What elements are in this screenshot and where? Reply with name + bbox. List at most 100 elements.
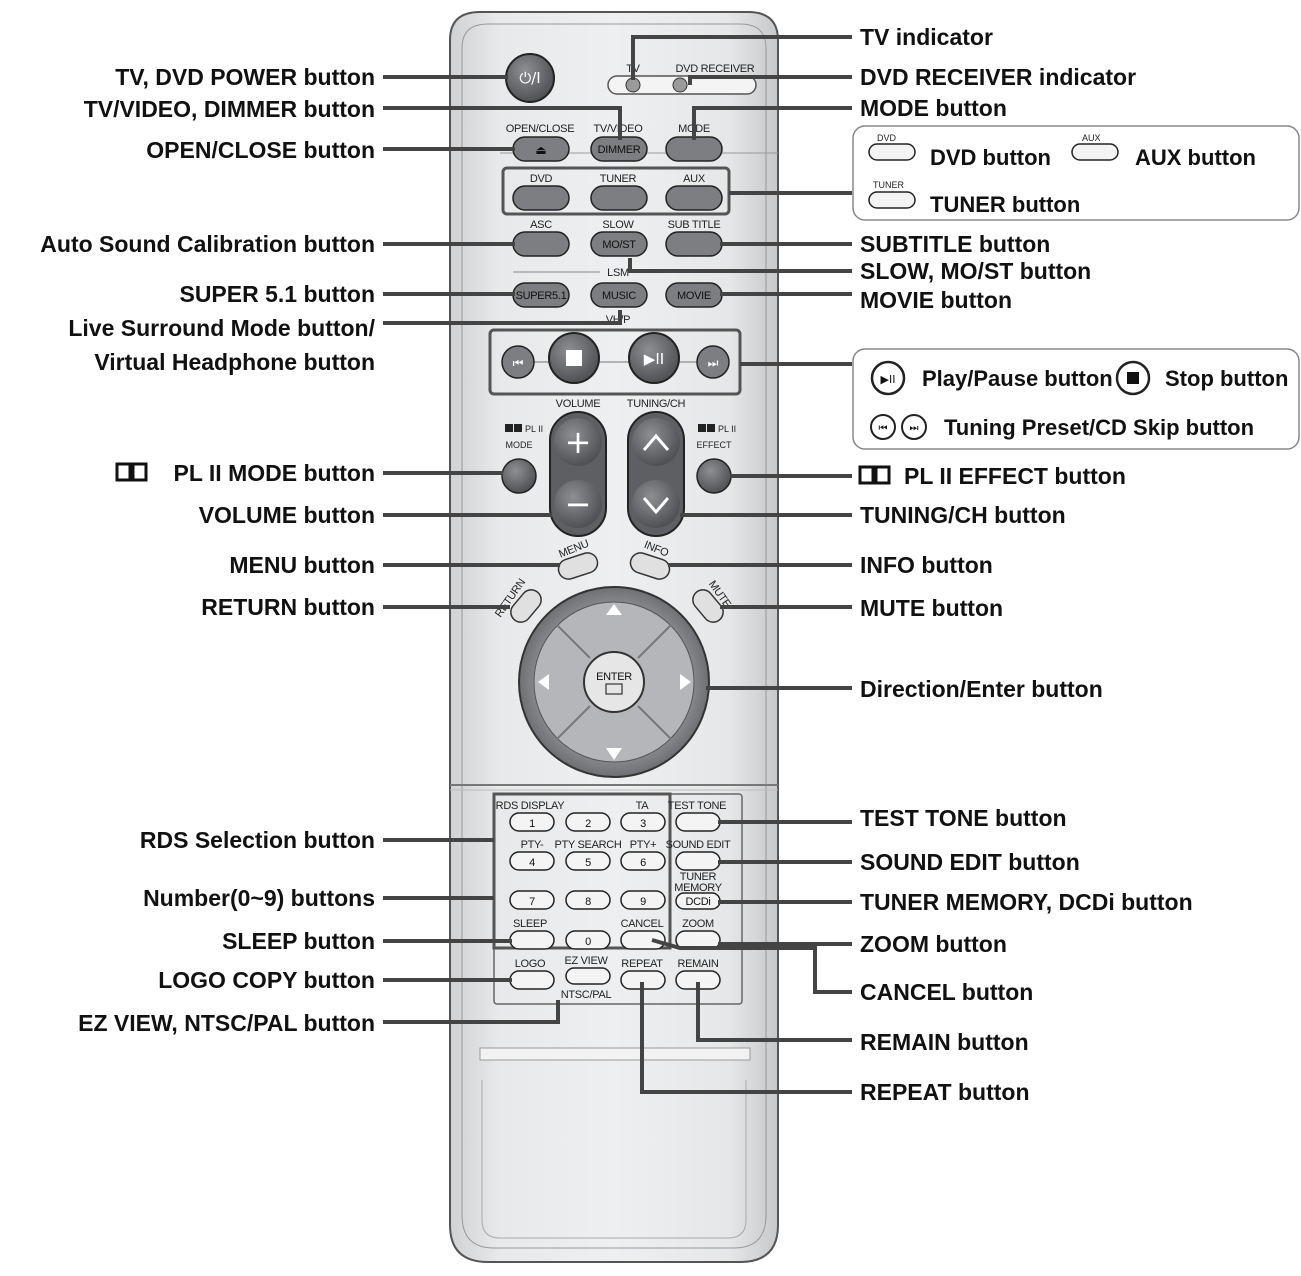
info-button[interactable] — [628, 550, 672, 581]
slow-mo-st-button[interactable]: MO/ST — [590, 231, 648, 257]
open-close-label: OPEN/CLOSE — [506, 123, 575, 135]
open-close-button[interactable]: ⏏ — [512, 136, 570, 162]
callout-slow-mo-st: SLOW, MO/ST button — [860, 258, 1091, 284]
power-button[interactable]: ⏻/I — [505, 53, 555, 103]
enter-label: ENTER — [596, 671, 632, 683]
super51-button[interactable]: SUPER5.1 — [512, 282, 570, 308]
dolby-icon — [858, 465, 891, 485]
tuner-memory-dcdi-button[interactable]: DCDi — [675, 892, 721, 910]
ta-label: TA — [636, 800, 650, 812]
music-button[interactable]: MUSIC — [590, 282, 648, 308]
skip-forward-button[interactable]: ⏭ — [696, 345, 730, 379]
lsm-label: LSM — [607, 267, 629, 279]
aux-button[interactable] — [665, 185, 723, 211]
callout-tuning-ch: TUNING/CH button — [860, 502, 1066, 528]
skip-back-icon — [870, 414, 896, 440]
pl2-effect-button[interactable] — [696, 458, 732, 494]
mute-button[interactable] — [689, 586, 727, 626]
number-6-button[interactable]: 6 — [620, 851, 666, 871]
callout-subtitle: SUBTITLE button — [860, 231, 1050, 257]
legend-aux-small-label: AUX — [1082, 133, 1101, 143]
number-1-label: 1 — [529, 818, 535, 830]
number-3-button[interactable]: 3 — [620, 812, 666, 832]
callout-repeat: REPEAT button — [860, 1079, 1030, 1105]
number-2-label: 2 — [585, 818, 591, 830]
leader-lines — [383, 35, 852, 1094]
callout-number-buttons: Number(0~9) buttons — [143, 885, 375, 911]
callout-rds-selection: RDS Selection button — [140, 827, 375, 853]
sleep-label: SLEEP — [513, 918, 547, 930]
ez-view-button[interactable] — [565, 967, 611, 985]
ntsc-pal-label: NTSC/PAL — [561, 989, 612, 1001]
pl2-effect-brand: PL II — [718, 424, 736, 434]
callout-menu: MENU button — [229, 552, 375, 578]
subtitle-button[interactable] — [665, 231, 723, 257]
down-arrow-icon[interactable] — [606, 748, 622, 760]
svg-text:⏮: ⏮ — [879, 423, 888, 434]
number-9-label: 9 — [640, 896, 646, 908]
pty-minus-label: PTY- — [521, 839, 544, 851]
movie-label: MOVIE — [677, 290, 711, 302]
sleep-button[interactable] — [509, 930, 555, 950]
pl2-mode-button[interactable] — [501, 458, 537, 494]
callout-tv-video-dimmer: TV/VIDEO, DIMMER button — [84, 96, 375, 122]
mode-button[interactable] — [665, 136, 723, 162]
enter-button[interactable]: ENTER — [583, 651, 645, 713]
number-8-button[interactable]: 8 — [565, 890, 611, 910]
number-0-button[interactable]: 0 — [565, 930, 611, 950]
number-1-button[interactable]: 1 — [509, 812, 555, 832]
cancel-button[interactable] — [620, 930, 666, 950]
volume-label: VOLUME — [556, 398, 601, 410]
pl2-effect-sublabel: EFFECT — [697, 440, 733, 450]
callout-pl2-mode: PL II MODE button — [174, 460, 375, 486]
sound-edit-button[interactable] — [675, 851, 721, 871]
number-9-button[interactable]: 9 — [620, 890, 666, 910]
right-arrow-icon[interactable] — [680, 674, 691, 690]
cancel-label: CANCEL — [621, 918, 664, 930]
number-8-label: 8 — [585, 896, 591, 908]
mo-st-label: MO/ST — [602, 239, 636, 251]
dimmer-button[interactable]: DIMMER — [590, 136, 648, 162]
callout-super51: SUPER 5.1 button — [179, 281, 375, 307]
dolby-icon — [115, 462, 148, 482]
number-2-button[interactable]: 2 — [565, 812, 611, 832]
rds-display-label: RDS DISPLAY — [496, 800, 566, 812]
legend-dvd-button-icon — [868, 143, 916, 161]
up-arrow-icon[interactable] — [606, 604, 622, 615]
number-7-button[interactable]: 7 — [509, 890, 555, 910]
play-pause-button[interactable]: ▶︎II — [628, 332, 680, 384]
callout-virtual-headphone: Virtual Headphone button — [94, 349, 375, 375]
pl2-effect-label-group: PL II EFFECT — [697, 424, 736, 450]
svg-text:⏮: ⏮ — [513, 356, 524, 370]
left-arrow-icon[interactable] — [538, 674, 549, 690]
test-tone-button[interactable] — [675, 812, 721, 832]
callout-cancel: CANCEL button — [860, 979, 1033, 1005]
number-4-button[interactable]: 4 — [509, 851, 555, 871]
movie-button[interactable]: MOVIE — [665, 282, 723, 308]
svg-text:▶︎II: ▶︎II — [881, 373, 896, 386]
callout-ez-view-ntsc-pal: EZ VIEW, NTSC/PAL button — [78, 1010, 375, 1036]
stop-button[interactable] — [548, 332, 600, 384]
legend-dvd-small-label: DVD — [877, 133, 897, 143]
number-5-button[interactable]: 5 — [565, 851, 611, 871]
legend-dvd-label: DVD button — [930, 145, 1051, 170]
svg-text:⏻/I: ⏻/I — [519, 69, 540, 87]
skip-back-button[interactable]: ⏮ — [501, 345, 535, 379]
tuner-memory-label-1: TUNER — [680, 871, 717, 883]
callout-sleep: SLEEP button — [222, 928, 375, 954]
dcdi-label: DCDi — [685, 896, 710, 908]
asc-button[interactable] — [512, 231, 570, 257]
logo-copy-button[interactable] — [509, 970, 555, 990]
return-button[interactable] — [507, 586, 545, 626]
callout-auto-sound-calibration: Auto Sound Calibration button — [40, 231, 375, 257]
number-7-label: 7 — [529, 896, 535, 908]
menu-button[interactable] — [556, 550, 600, 581]
tuner-button[interactable] — [590, 185, 648, 211]
tuning-ch-rocker[interactable] — [627, 411, 685, 537]
volume-rocker[interactable]: + − — [549, 411, 607, 537]
callout-info: INFO button — [860, 552, 993, 578]
subtitle-label: SUB TITLE — [668, 219, 721, 231]
pl2-mode-brand: PL II — [525, 424, 543, 434]
dvd-button[interactable] — [512, 185, 570, 211]
callout-test-tone: TEST TONE button — [860, 805, 1067, 831]
